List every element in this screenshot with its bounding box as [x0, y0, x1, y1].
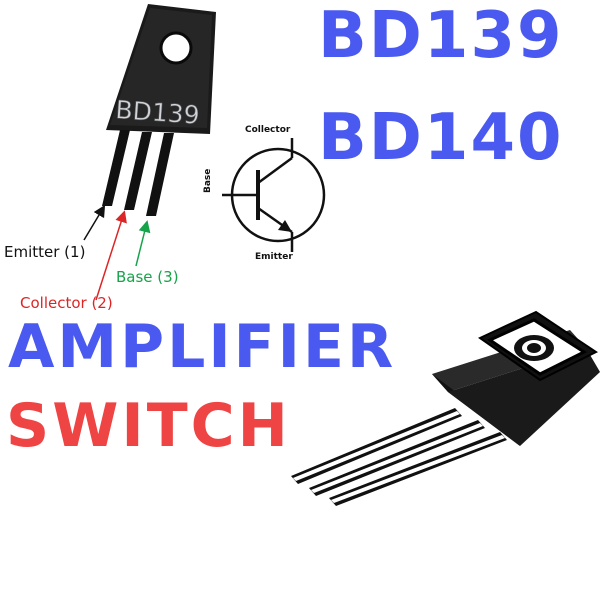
pin-label-emitter: Emitter (1): [4, 243, 86, 261]
base-pointer: [135, 220, 151, 267]
use-amplifier: AMPLIFIER: [8, 312, 397, 382]
symbol-label-collector: Collector: [245, 125, 291, 135]
package-3d-view: [291, 310, 600, 506]
pin-label-collector: Collector (2): [20, 294, 113, 312]
headline-bd139: BD139: [318, 0, 564, 73]
package-marking: BD139: [115, 95, 201, 130]
leg-emitter: [102, 130, 130, 206]
symbol-label-emitter: Emitter: [255, 252, 293, 262]
collector-pointer: [95, 210, 127, 301]
use-switch: SWITCH: [6, 391, 291, 461]
npn-transistor-symbol: [222, 138, 326, 252]
emitter-arrow-icon: [278, 220, 292, 232]
pin-label-base: Base (3): [116, 268, 179, 286]
leg-base: [146, 133, 174, 216]
package-front-view: BD139: [102, 4, 216, 216]
mounting-hole: [159, 31, 193, 65]
headline-bd140: BD140: [318, 101, 564, 175]
symbol-label-base: Base: [203, 168, 213, 193]
leg-collector: [124, 132, 152, 210]
emitter-pointer: [83, 204, 106, 241]
